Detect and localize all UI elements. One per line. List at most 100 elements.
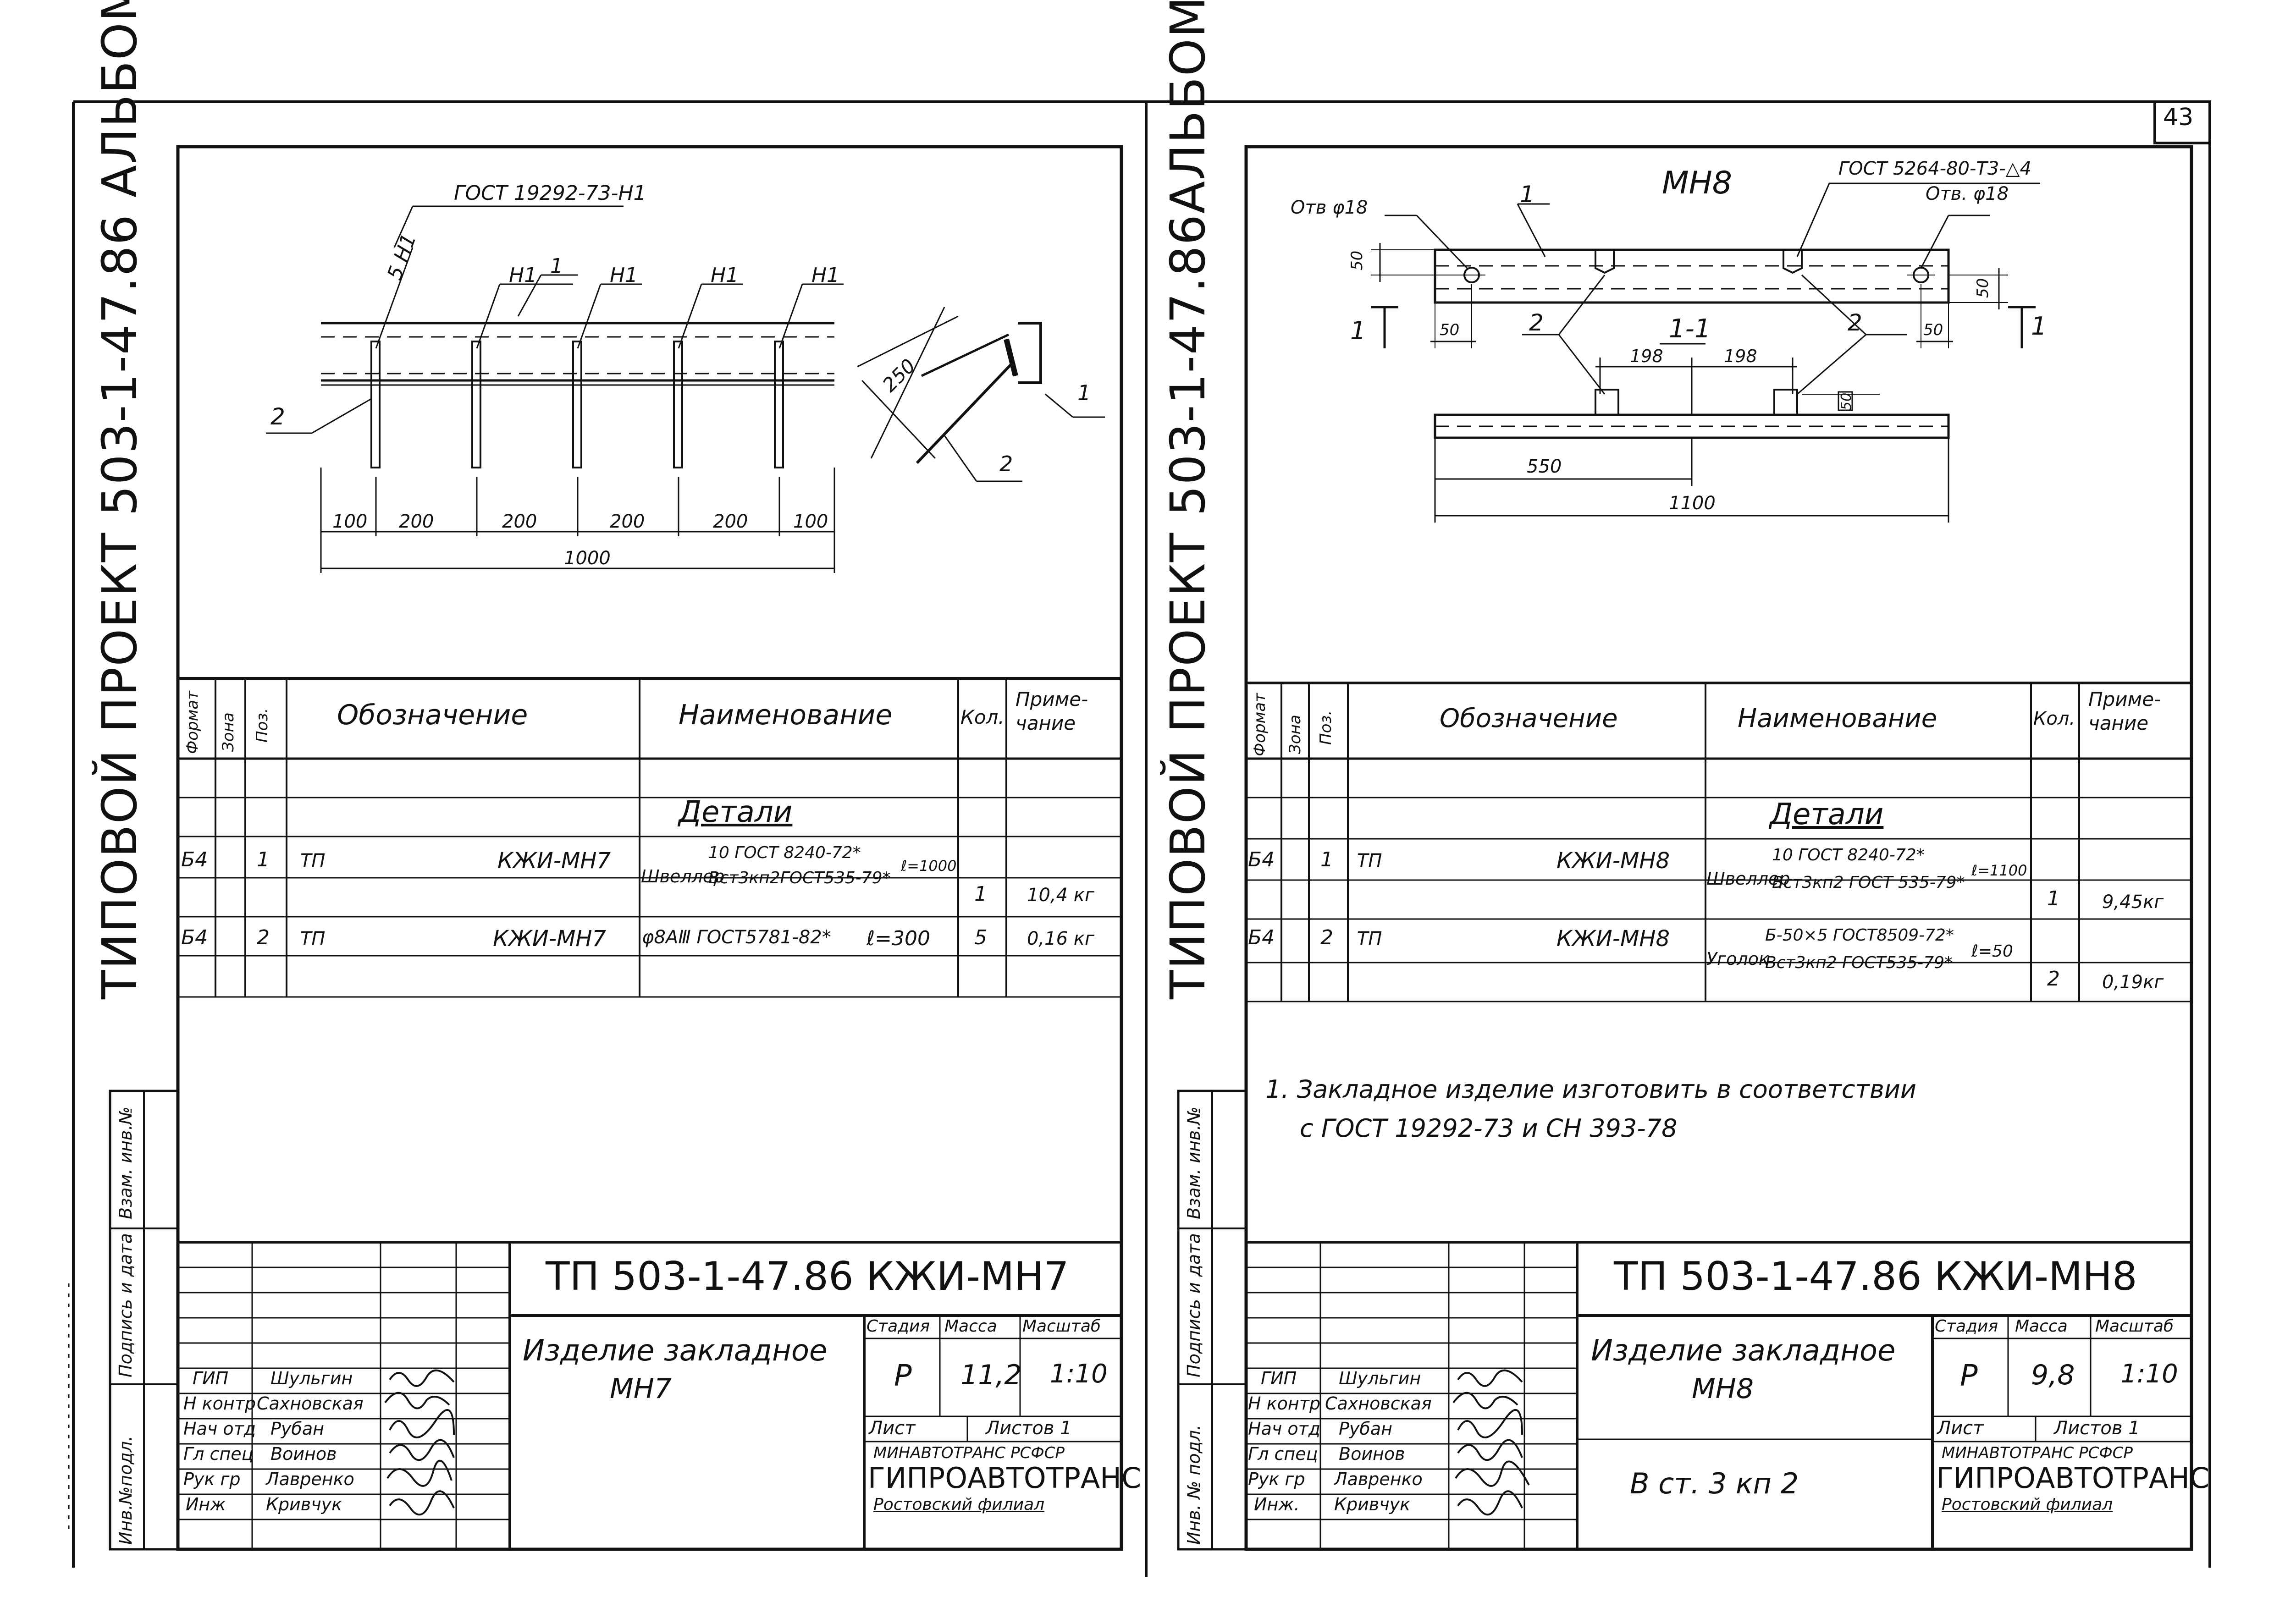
mass-value: 11,2 <box>960 1359 1022 1391</box>
item-name-r2: МН8 <box>1692 1373 1754 1405</box>
mass-value-r: 9,8 <box>2031 1359 2075 1391</box>
section-label: 1-1 <box>1669 314 1711 344</box>
pos2-label-r-b: 2 <box>1848 309 1862 336</box>
rr1-name-bot: Вст3кп2 ГОСТ 535-79* <box>1772 873 1965 892</box>
r1-des-a: ТП <box>300 850 326 871</box>
note-line-2: с ГОСТ 19292-73 и СН 393-78 <box>1300 1114 1678 1143</box>
role-nachotd: Нач отд <box>183 1419 256 1439</box>
role-inzh: Инж <box>186 1494 226 1514</box>
rr2-name-bot: Вст3кп2 ГОСТ535-79* <box>1765 953 1953 972</box>
r2-format: Б4 <box>181 926 208 949</box>
detail-pos2: 2 <box>999 451 1013 476</box>
mass-header: Масса <box>944 1317 997 1336</box>
th-name: Наименование <box>679 699 893 731</box>
dim-200-b: 200 <box>502 511 537 532</box>
name-nkontr-r: Сахновская <box>1325 1393 1432 1414</box>
r1-name-top: 10 ГОСТ 8240-72* <box>708 843 861 862</box>
th-note-r: Приме-чание <box>2088 688 2161 734</box>
mass-header-r: Масса <box>2015 1317 2068 1336</box>
th-note: Приме-чание <box>1016 688 1088 734</box>
sheets-label-r: Листов 1 <box>2054 1418 2140 1439</box>
role-nkontr: Н контр <box>183 1393 256 1414</box>
r2-qty: 5 <box>974 926 987 949</box>
name-gip-r: Шульгин <box>1339 1368 1421 1388</box>
role-rukgr-r: Рук гр <box>1248 1469 1305 1489</box>
hole-right: Отв. φ18 <box>1926 183 2009 204</box>
r1-note: 10,4 кг <box>1027 885 1094 906</box>
th-name-r: Наименование <box>1738 704 1937 733</box>
detail-pos1: 1 <box>1077 380 1091 405</box>
role-rukgr: Рук гр <box>183 1469 241 1489</box>
dim-198-a: 198 <box>1630 346 1663 366</box>
org-branch-r: Ростовский филиал <box>1942 1495 2113 1514</box>
item-name-r1: Изделие закладное <box>1591 1334 1896 1368</box>
role-glspec: Гл спец <box>183 1444 254 1464</box>
org-name-r: ГИПРОАВТОТРАНС <box>1936 1461 2210 1495</box>
weld-callout: ГОСТ 19292-73-Н1 <box>454 182 646 205</box>
rr1-note: 9,45кг <box>2102 892 2164 913</box>
rr2-name-a: Уголок <box>1706 949 1769 969</box>
dim-1100: 1100 <box>1669 493 1716 514</box>
rr1-qty: 1 <box>2047 887 2060 910</box>
stage-value: Р <box>894 1359 912 1393</box>
name-glspec-r: Воинов <box>1339 1444 1405 1464</box>
page-number: 43 <box>2163 104 2194 131</box>
r1-name-bot: Вст3кп2ГОСТ535-79* <box>708 869 891 887</box>
dim-total: 1000 <box>564 548 611 569</box>
th-designation-r: Обозначение <box>1440 704 1618 733</box>
dim-200-c: 200 <box>610 511 645 532</box>
bar-callout-3: Н1 <box>711 264 739 287</box>
item-name-1: Изделие закладное <box>523 1334 828 1368</box>
sheets-label: Листов 1 <box>986 1418 1072 1439</box>
org-name: ГИПРОАВТОТРАНС <box>868 1461 1142 1495</box>
note-line-1: 1. Закладное изделие изготовить в соотве… <box>1265 1075 1917 1104</box>
section-details-r: Детали <box>1770 798 1884 831</box>
rr2-qty: 2 <box>2047 967 2060 991</box>
bar-callout-1: Н1 <box>509 264 537 287</box>
stage-header-r: Стадия <box>1935 1317 1998 1336</box>
dim-50-br: 50 <box>1923 321 1943 339</box>
doc-code: ТП 503-1-47.86 КЖИ-МН7 <box>546 1254 1069 1299</box>
org-ministry: МИНАВТОТРАНС РСФСР <box>873 1444 1065 1462</box>
dim-200-d: 200 <box>713 511 748 532</box>
r2-pos: 2 <box>257 926 270 949</box>
hole-left: Отв φ18 <box>1291 197 1368 218</box>
section-arrow-left: 1 <box>1350 316 1366 345</box>
dim-100-a: 100 <box>332 511 368 532</box>
name-rukgr: Лавренко <box>266 1469 354 1489</box>
pos2-label: 2 <box>270 403 285 430</box>
scale-value: 1:10 <box>1050 1359 1108 1389</box>
name-inzh: Кривчук <box>266 1494 342 1514</box>
doc-code-r: ТП 503-1-47.86 КЖИ-МН8 <box>1614 1254 2137 1299</box>
r1-name-a: Швеллер <box>641 866 725 886</box>
weld-callout-r: ГОСТ 5264-80-Т3-△4 <box>1838 158 2031 179</box>
sheet-label: Лист <box>869 1418 916 1439</box>
scale-header: Масштаб <box>1022 1317 1101 1336</box>
dim-100-b: 100 <box>793 511 828 532</box>
section-details: Детали <box>679 795 793 829</box>
rr1-des-a: ТП <box>1357 850 1382 871</box>
rr1-name-a: Швеллер <box>1706 869 1790 889</box>
rr1-name-top: 10 ГОСТ 8240-72* <box>1772 846 1925 864</box>
role-nachotd-r: Нач отд <box>1248 1419 1321 1439</box>
rr1-pos: 1 <box>1320 848 1333 871</box>
r2-name-top: φ8АⅢ ГОСТ5781-82* <box>642 927 831 948</box>
name-nkontr: Сахновская <box>257 1393 364 1414</box>
rr2-des-a: ТП <box>1357 928 1382 949</box>
role-inzh-r: Инж. <box>1254 1494 1300 1514</box>
dim-200-a: 200 <box>399 511 434 532</box>
r2-des-a: ТП <box>300 928 326 949</box>
stage-value-r: Р <box>1960 1359 1978 1393</box>
pos2-label-r-a: 2 <box>1529 309 1544 336</box>
rr1-name-len: ℓ=1100 <box>1971 862 2027 879</box>
bar-callout-2: Н1 <box>610 264 638 287</box>
scale-header-r: Масштаб <box>2095 1317 2174 1336</box>
r2-note: 0,16 кг <box>1027 928 1094 949</box>
name-rukgr-r: Лавренко <box>1334 1469 1423 1489</box>
pos1-label: 1 <box>550 254 563 278</box>
rr2-note: 0,19кг <box>2102 972 2164 993</box>
name-glspec: Воинов <box>270 1444 337 1464</box>
